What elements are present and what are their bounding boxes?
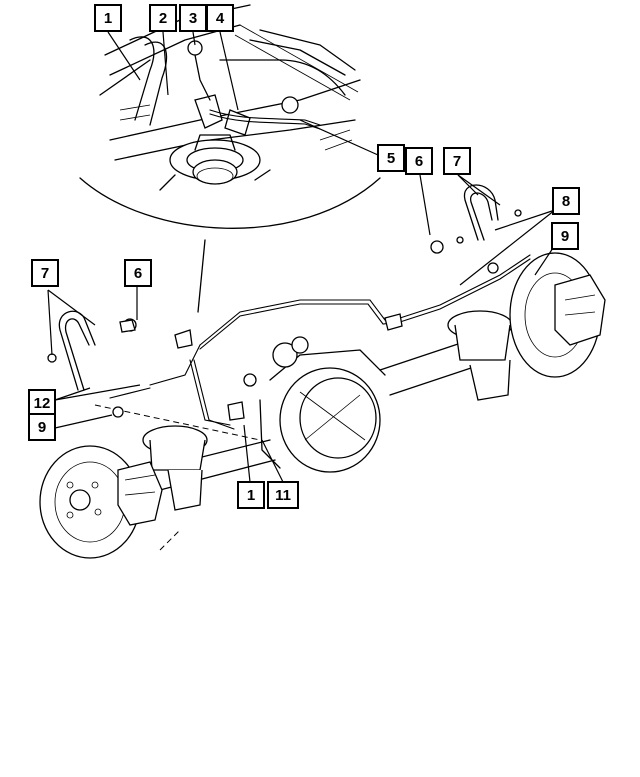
callout-c2-top: 2 xyxy=(149,4,177,32)
brake-lines xyxy=(47,184,531,430)
callout-number: 7 xyxy=(453,153,461,170)
callout-number: 6 xyxy=(415,153,423,170)
callout-box xyxy=(94,4,122,32)
callout-number: 12 xyxy=(34,395,51,412)
callout-c11: 11 xyxy=(267,481,299,509)
callout-number: 5 xyxy=(387,150,395,167)
rear-axle-assembly xyxy=(39,252,606,559)
callout-box xyxy=(551,222,579,250)
right-hose-u xyxy=(463,184,499,241)
callout-box xyxy=(552,187,580,215)
callout-box xyxy=(31,259,59,287)
callout-c5: 5 xyxy=(377,144,405,172)
callout-number: 7 xyxy=(41,265,49,282)
callout-c9-right: 9 xyxy=(551,222,579,250)
inset-border-arc xyxy=(79,177,381,229)
callout-box xyxy=(443,147,471,175)
left-hose-u xyxy=(58,310,96,391)
callout-number: 9 xyxy=(561,228,569,245)
detail-inset xyxy=(99,4,361,191)
callout-c3-top: 3 xyxy=(179,4,207,32)
callout-c8: 8 xyxy=(552,187,580,215)
callout-c1-bottom: 1 xyxy=(237,481,265,509)
callout-number: 8 xyxy=(562,193,570,210)
callout-number: 1 xyxy=(247,487,255,504)
callout-number: 1 xyxy=(104,10,112,27)
callout-box xyxy=(267,481,299,509)
callout-c9-left: 9 xyxy=(28,413,56,441)
callout-number: 6 xyxy=(134,265,142,282)
callout-box xyxy=(206,4,234,32)
callout-c12: 12 xyxy=(28,389,56,417)
callout-c4-top: 4 xyxy=(206,4,234,32)
callout-number: 9 xyxy=(38,419,46,436)
callout-box xyxy=(28,413,56,441)
callout-c6-right: 6 xyxy=(405,147,433,175)
callout-c6-left: 6 xyxy=(124,259,152,287)
callout-box xyxy=(28,389,56,417)
callout-box xyxy=(405,147,433,175)
callout-c1-top: 1 xyxy=(94,4,122,32)
callout-box xyxy=(149,4,177,32)
callout-number: 4 xyxy=(216,10,225,27)
callout-c7-right: 7 xyxy=(443,147,471,175)
callout-number: 11 xyxy=(275,487,291,504)
leader-lines xyxy=(47,31,556,483)
callout-number: 3 xyxy=(189,10,197,27)
inset-pointer-line xyxy=(197,239,206,313)
callout-box xyxy=(124,259,152,287)
callout-box xyxy=(377,144,405,172)
callout-c7-left: 7 xyxy=(31,259,59,287)
callout-box xyxy=(237,481,265,509)
callout-number: 2 xyxy=(159,10,167,27)
